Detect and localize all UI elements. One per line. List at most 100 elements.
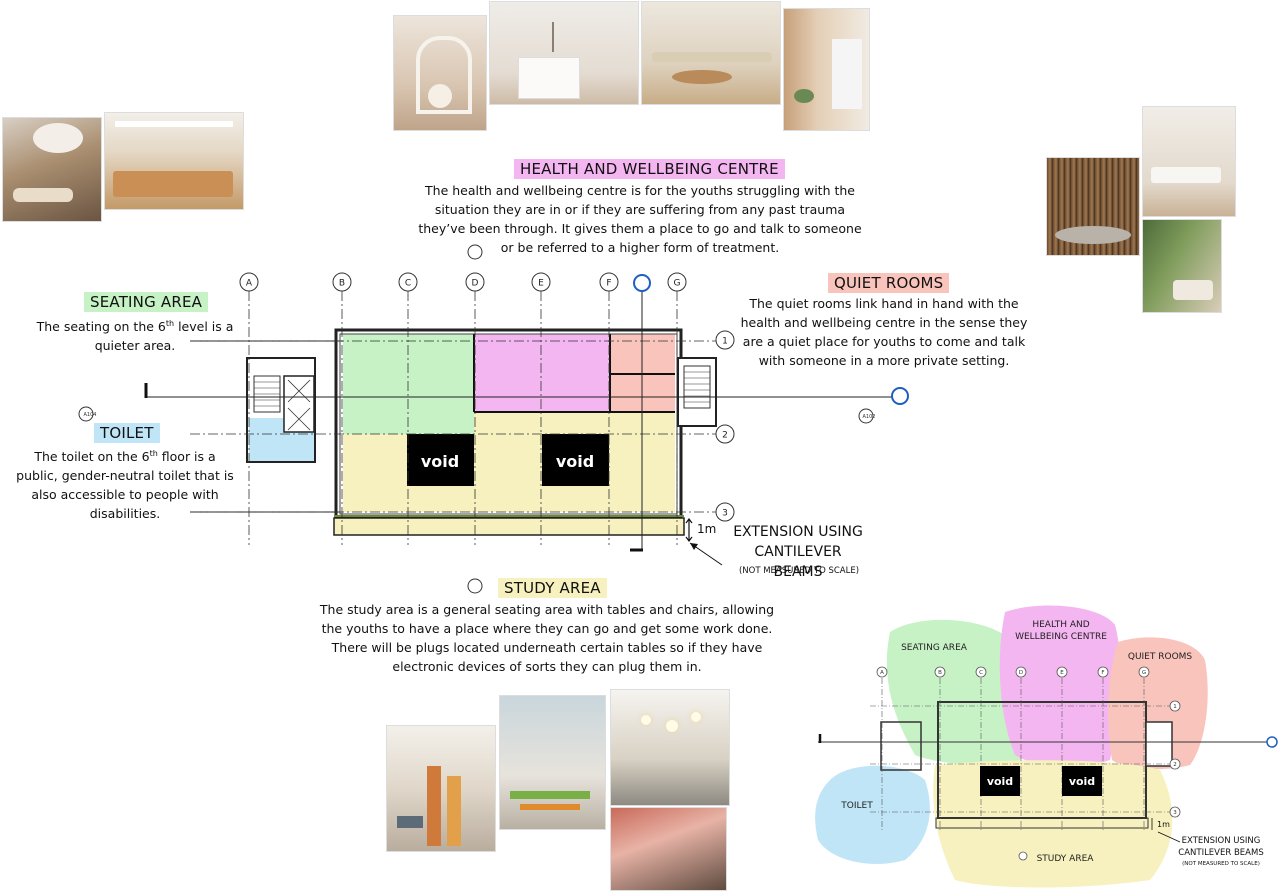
mini-grid-label-d: D	[1019, 670, 1023, 676]
grid-label-2: 2	[722, 431, 728, 441]
mini-grid-label-g: G	[1142, 670, 1146, 676]
mini-grid-bubble-d	[1015, 666, 1027, 678]
mini-void-left-label: void	[987, 775, 1013, 788]
health-description: The health and wellbeing centre is for t…	[418, 183, 862, 255]
seating-zone	[343, 334, 474, 434]
precedent-image-study-canopy	[610, 807, 727, 891]
mini-grid-bubble-2	[1169, 758, 1181, 770]
mini-grid-bubble-f	[1097, 666, 1109, 678]
grid-bubble-2	[715, 424, 735, 444]
mini-study-reference-icon	[1018, 851, 1028, 861]
lift-cross-4	[287, 407, 311, 431]
precedent-image-lounge-1	[2, 117, 102, 222]
mini-grid-bubble-e	[1056, 666, 1068, 678]
precedent-image-calm-sofa	[1142, 106, 1236, 217]
grid-label-c: C	[405, 279, 411, 289]
mini-toilet-blob	[815, 765, 930, 864]
grid-bubble-c	[398, 272, 418, 292]
toilet-description: The toilet on the 6th floor is a public,…	[16, 449, 234, 522]
extension-leader-arrow-icon	[690, 543, 698, 550]
precedent-image-study-lights	[610, 689, 730, 806]
dimension-label: 1m	[697, 522, 716, 536]
cantilever-extension	[333, 517, 685, 536]
mini-health-blob	[999, 605, 1120, 767]
dimension-arrows-icon	[685, 518, 693, 542]
grid-label-g: G	[674, 279, 681, 289]
reference-bubble-d-icon	[467, 244, 483, 260]
mini-grid-label-3: 3	[1173, 810, 1177, 816]
mini-grid-label-b: B	[938, 670, 942, 676]
extension-title: EXTENSION USING CANTILEVER BEAMS	[733, 524, 863, 580]
void-right	[542, 434, 609, 486]
mini-extension	[935, 817, 1149, 829]
grid-bubble-f	[599, 272, 619, 292]
quiet-description: The quiet rooms link hand in hand with t…	[740, 296, 1028, 368]
mini-label-quiet: QUIET ROOMS	[1128, 652, 1193, 662]
grid-lines-vertical	[248, 291, 678, 545]
extension-note: (NOT MEASURED TO SCALE)	[738, 566, 860, 576]
mini-grid-bubble-c	[975, 666, 987, 678]
mini-ext-line2: CANTILEVER BEAMS	[1178, 848, 1263, 858]
mini-grid-bubble-b	[934, 666, 946, 678]
mini-grid-bubble-a	[876, 666, 888, 678]
section-marker-north-icon	[633, 274, 651, 292]
toilet-heading: TOILET	[94, 423, 160, 443]
mini-label-toilet: TOILET	[840, 801, 873, 811]
mini-grid-bubble-1	[1169, 700, 1181, 712]
mini-grid-label-e: E	[1060, 670, 1064, 676]
grid-bubble-e	[531, 272, 551, 292]
void-left-label: void	[421, 452, 459, 471]
grid-bubble-a	[239, 272, 259, 292]
grid-label-a: A	[246, 279, 253, 289]
mini-core-right	[1145, 721, 1173, 767]
grid-label-e: E	[538, 279, 544, 289]
study-heading: STUDY AREA	[498, 578, 607, 598]
grid-bubble-g	[667, 272, 687, 292]
mini-ext-note: (NOT MEASURED TO SCALE)	[1182, 861, 1260, 867]
void-left	[407, 434, 474, 486]
reference-bubble-toilet-label: A104	[84, 412, 97, 418]
reference-bubble-toilet-icon	[78, 406, 94, 422]
study-zone	[343, 434, 675, 512]
seating-description: The seating on the 6th level is a quiete…	[36, 319, 234, 354]
reference-bubble-east-label: A102	[863, 414, 876, 420]
mini-void-right	[1062, 766, 1102, 796]
mini-grid-label-f: F	[1101, 670, 1104, 676]
void-right-label: void	[556, 452, 594, 471]
mini-section-marker-icon	[1266, 736, 1278, 748]
section-marker-east-icon	[891, 387, 909, 405]
precedent-image-study-benches	[386, 725, 496, 852]
mini-grid-label-2: 2	[1173, 762, 1177, 768]
grid-label-b: B	[339, 279, 345, 289]
precedent-image-reception	[489, 1, 639, 105]
quiet-heading: QUIET ROOMS	[828, 273, 950, 293]
mini-grid-label-a: A	[880, 670, 884, 676]
precedent-image-arch-room	[393, 15, 487, 131]
mini-grid-bubble-3	[1169, 806, 1181, 818]
grid-label-1: 1	[722, 337, 728, 347]
mini-void-right-label: void	[1069, 775, 1095, 788]
precedent-image-bamboo-room	[1046, 157, 1140, 256]
mini-label-study: STUDY AREA	[1037, 854, 1095, 864]
mini-grid-lines	[870, 678, 1170, 830]
mini-core-left	[880, 721, 922, 771]
mini-ext-line1: EXTENSION USING	[1182, 836, 1261, 846]
grid-bubble-1	[715, 330, 735, 350]
grid-bubble-3	[715, 502, 735, 522]
mini-grid-label-1: 1	[1173, 704, 1177, 710]
core-left	[246, 357, 316, 463]
seating-heading: SEATING AREA	[84, 292, 209, 312]
health-heading: HEALTH AND WELLBEING CENTRE	[514, 159, 785, 179]
mini-study-blob	[933, 760, 1173, 888]
lift-cross-2	[287, 379, 311, 403]
grid-label-3: 3	[722, 509, 728, 519]
health-zone	[474, 334, 610, 412]
mini-grid-label-c: C	[979, 670, 983, 676]
mini-label-seating: SEATING AREA	[901, 643, 968, 653]
mini-grid-bubble-g	[1138, 666, 1150, 678]
grid-label-d: D	[472, 279, 479, 289]
grid-bubble-b	[332, 272, 352, 292]
lift-shaft	[283, 375, 315, 433]
mini-quiet-blob	[1108, 637, 1208, 770]
mini-extension-leader	[1157, 831, 1181, 843]
